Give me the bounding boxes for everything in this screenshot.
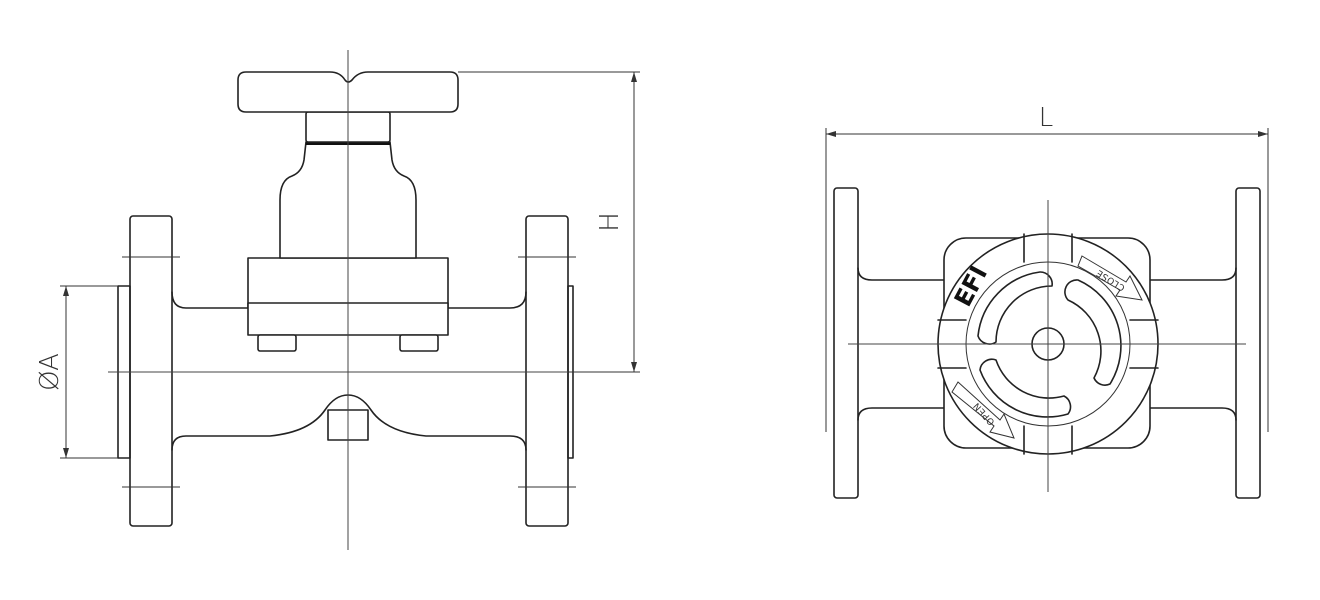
top-right-flange bbox=[1235, 187, 1261, 499]
top-left-flange bbox=[833, 187, 859, 499]
arrow-close-icon bbox=[1077, 255, 1143, 301]
right-flange bbox=[525, 215, 569, 527]
bolt-right bbox=[399, 334, 439, 352]
valve-top-view-icon bbox=[825, 128, 1269, 499]
left-flange bbox=[129, 215, 173, 527]
diameter-dimension-label: ØA bbox=[35, 353, 65, 391]
length-dimension-label: L bbox=[1039, 103, 1054, 133]
wheel-slot-2 bbox=[1064, 279, 1122, 386]
height-dimension-label: H bbox=[595, 212, 625, 232]
valve-side-view-icon bbox=[60, 50, 640, 550]
wheel-slot-1 bbox=[977, 271, 1053, 345]
bolt-left bbox=[257, 334, 297, 352]
arrow-open-icon bbox=[951, 381, 1015, 439]
